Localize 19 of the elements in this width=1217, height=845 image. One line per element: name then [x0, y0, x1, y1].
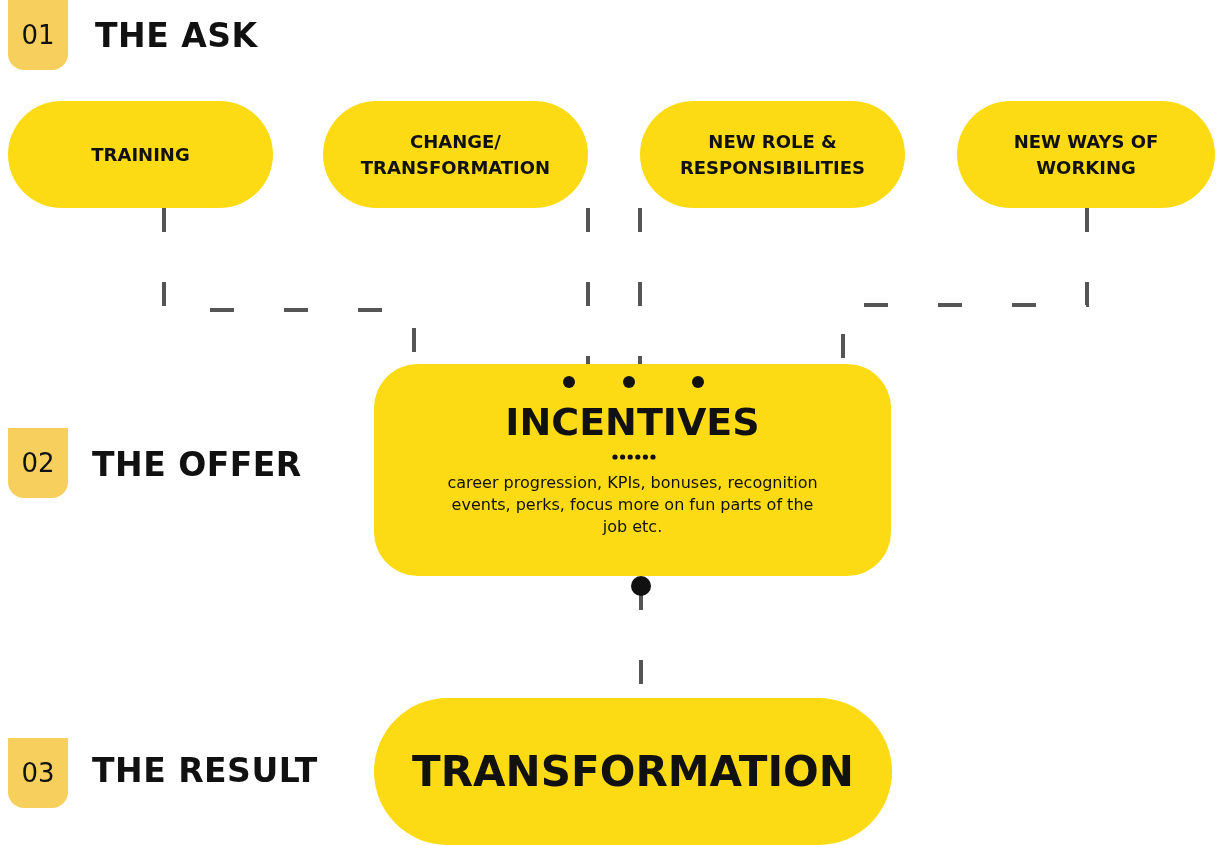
step-number-badge — [8, 738, 68, 808]
step-number: 03 — [21, 758, 55, 788]
ask-label: TRAINING — [91, 142, 190, 167]
ask-label: NEW ROLE & RESPONSIBILITIES — [678, 129, 867, 180]
offer-description: career progression, KPIs, bonuses, recognition events, perks, focus more on fun parts of the job etc. — [446, 472, 819, 538]
dashed-connector — [638, 208, 642, 364]
result-label: TRANSFORMATION — [412, 747, 854, 796]
dashed-connector — [586, 208, 590, 364]
step-number-badge — [8, 428, 68, 498]
offer-heading: INCENTIVES — [505, 399, 760, 446]
stage-heading: THE OFFER — [92, 445, 302, 484]
step-number: 01 — [21, 20, 55, 50]
stage-heading: THE ASK — [95, 16, 258, 55]
ask-label: CHANGE/ TRANSFORMATION — [359, 129, 552, 180]
stage-heading: THE RESULT — [92, 751, 318, 790]
ask-label: NEW WAYS OF WORKING — [1012, 129, 1160, 180]
step-number: 02 — [21, 448, 55, 478]
offer-box — [374, 364, 891, 576]
step-number-badge — [8, 0, 68, 70]
